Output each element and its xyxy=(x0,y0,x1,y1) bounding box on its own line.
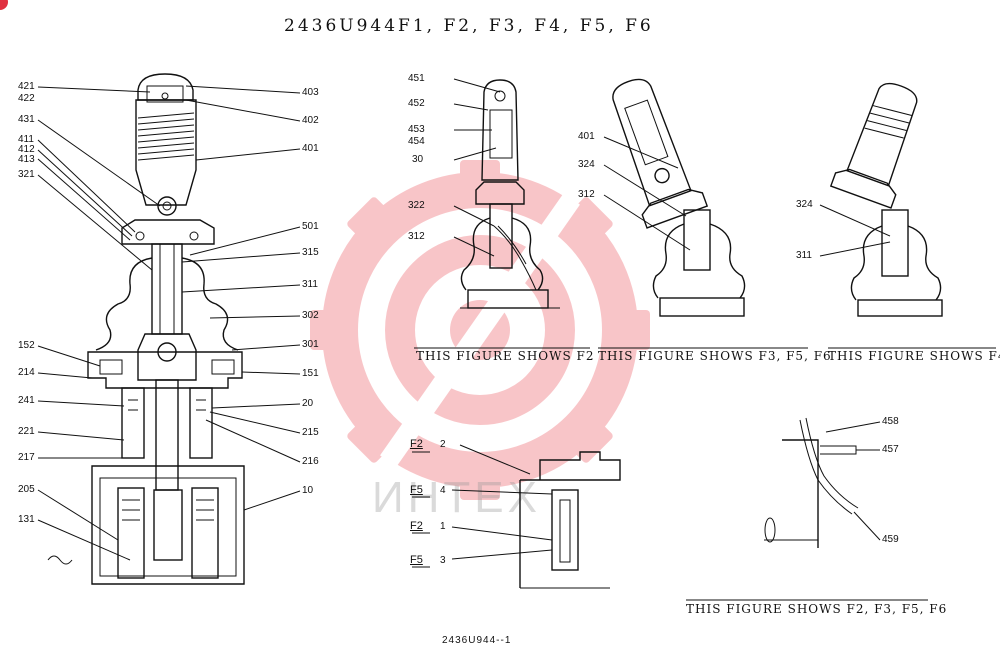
callout-152: 152 xyxy=(18,340,35,351)
callout-f4-311: 311 xyxy=(796,250,812,261)
callout-431: 431 xyxy=(18,114,35,125)
callout-453: 453 xyxy=(408,124,425,135)
callout-411: 411 xyxy=(18,134,34,145)
callout-457: 457 xyxy=(882,444,899,455)
caption-f3-f5-f6: THIS FIGURE SHOWS F3, F5, F6 xyxy=(598,349,832,363)
drawing-title: 2436U944F1, F2, F3, F4, F5, F6 xyxy=(284,16,654,36)
detail-drawing xyxy=(412,444,621,589)
callout-f3-312: 312 xyxy=(578,189,595,200)
callout-451: 451 xyxy=(408,73,425,84)
callout-214: 214 xyxy=(18,367,35,378)
callout-detail-2: 2 xyxy=(440,439,446,450)
callout-131: 131 xyxy=(18,514,35,525)
variant-label-f5-a: F5 xyxy=(410,484,423,496)
callout-501: 501 xyxy=(302,221,319,232)
callout-241: 241 xyxy=(18,395,35,406)
f4-view-drawing xyxy=(819,82,943,317)
callout-401: 401 xyxy=(302,143,319,154)
variant-label-f2-a: F2 xyxy=(410,438,423,450)
callout-301: 301 xyxy=(302,339,319,350)
caption-f4: THIS FIGURE SHOWS F4 xyxy=(828,349,1000,363)
callout-30: 30 xyxy=(412,154,424,165)
callout-321: 321 xyxy=(18,169,35,180)
callout-312: 312 xyxy=(408,231,425,242)
callout-302: 302 xyxy=(302,310,319,321)
callout-217: 217 xyxy=(18,452,35,463)
callout-413: 413 xyxy=(18,154,35,165)
f2-view-drawing xyxy=(453,78,560,309)
callout-221: 221 xyxy=(18,426,35,437)
callout-detail-1: 1 xyxy=(440,521,446,532)
callout-detail-4: 4 xyxy=(440,485,446,496)
callout-f3-401: 401 xyxy=(578,131,595,142)
main-assembly-drawing xyxy=(37,73,301,585)
callout-311: 311 xyxy=(302,279,318,290)
callout-452: 452 xyxy=(408,98,425,109)
callout-10: 10 xyxy=(302,485,314,496)
callout-403: 403 xyxy=(302,87,319,98)
callout-151: 151 xyxy=(302,368,319,379)
callout-20: 20 xyxy=(302,398,314,409)
callout-205: 205 xyxy=(18,484,35,495)
callout-216: 216 xyxy=(302,456,319,467)
watermark-text: ИНТЕХ xyxy=(372,473,541,522)
variant-label-f5-b: F5 xyxy=(410,554,423,566)
variant-label-f2-b: F2 xyxy=(410,520,423,532)
callout-412: 412 xyxy=(18,144,35,155)
callout-421: 421 xyxy=(18,81,35,92)
callout-f4-324: 324 xyxy=(796,199,813,210)
callout-315: 315 xyxy=(302,247,319,258)
f3-view-drawing xyxy=(603,78,746,317)
callout-422: 422 xyxy=(18,93,35,104)
wire-detail-drawing xyxy=(764,417,881,548)
callout-454: 454 xyxy=(408,136,425,147)
callout-215: 215 xyxy=(302,427,319,438)
caption-f2: THIS FIGURE SHOWS F2 xyxy=(416,349,595,363)
callout-detail-3: 3 xyxy=(440,555,446,566)
callout-322: 322 xyxy=(408,200,425,211)
drawing-number-footer: 2436U944--1 xyxy=(442,635,512,646)
callout-f3-324: 324 xyxy=(578,159,595,170)
callout-402: 402 xyxy=(302,115,319,126)
callout-458: 458 xyxy=(882,416,899,427)
corner-badge xyxy=(0,0,8,10)
callout-459: 459 xyxy=(882,534,899,545)
caption-bottom: THIS FIGURE SHOWS F2, F3, F5, F6 xyxy=(686,602,948,616)
